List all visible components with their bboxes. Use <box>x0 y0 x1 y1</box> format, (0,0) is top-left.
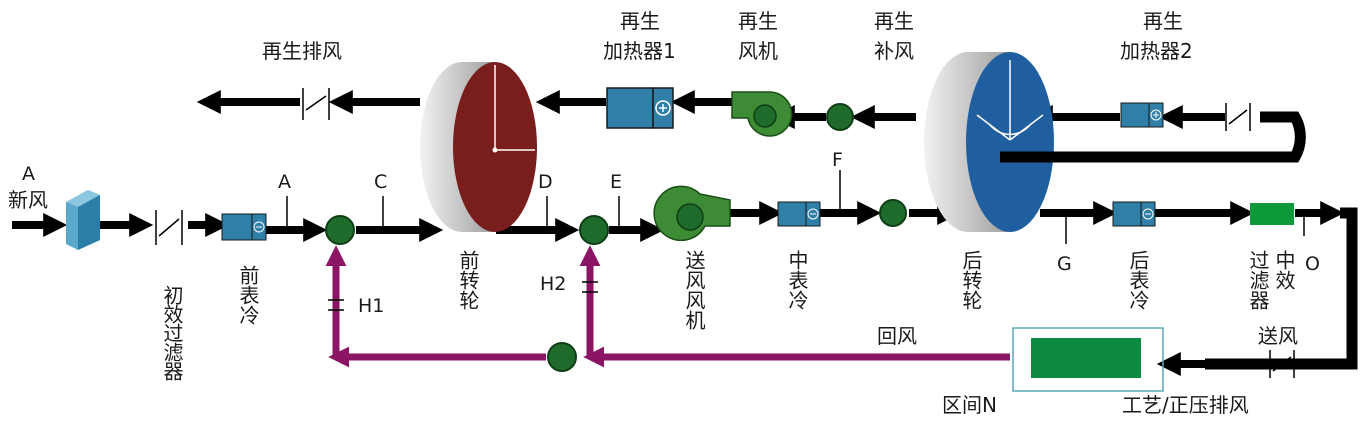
regen-exhaust-damper <box>302 88 330 120</box>
label-medium-filter-col2: 过滤器 <box>1246 250 1270 310</box>
label-pre-cooler: 前表冷 <box>236 265 260 325</box>
label-point-o: O <box>1305 253 1320 275</box>
sensor-f <box>879 199 907 227</box>
label-medium-filter-col1: 中效 <box>1272 250 1296 290</box>
regen-line <box>196 90 916 129</box>
label-point-g: G <box>1057 253 1072 275</box>
supply-fan <box>653 185 731 242</box>
label-point-e: E <box>610 171 622 193</box>
front-wheel <box>420 62 537 232</box>
label-rear-wheel: 后转轮 <box>959 250 983 310</box>
medium-filter <box>1250 203 1294 225</box>
supply-return-leg <box>1205 207 1358 370</box>
sensors <box>325 103 907 372</box>
label-supply-fan: 送风风机 <box>682 250 706 330</box>
label-fan-l1: 再生 <box>738 9 778 33</box>
primary-filter <box>66 190 100 250</box>
label-point-h2: H2 <box>540 273 566 295</box>
sensor-mix-1 <box>325 215 355 245</box>
pre-cooler <box>221 213 267 241</box>
label-fan-l2: 风机 <box>738 39 778 63</box>
label-process-exhaust: 工艺/正压排风 <box>1122 393 1249 417</box>
label-mid-cooler: 中表冷 <box>785 250 809 310</box>
sensor-makeup <box>826 103 854 131</box>
label-point-c: C <box>374 171 387 193</box>
label-supply-air: 送风 <box>1258 324 1298 348</box>
label-heater1-l2: 加热器1 <box>603 39 676 63</box>
label-regen-exhaust: 再生排风 <box>262 39 342 63</box>
label-heater2-l2: 加热器2 <box>1120 39 1193 63</box>
label-fresh-a: A <box>22 163 35 185</box>
label-makeup-l1: 再生 <box>874 9 914 33</box>
heater2-damper <box>1225 103 1251 131</box>
heater2-loop <box>1000 111 1306 163</box>
regen-heater-1 <box>606 87 674 129</box>
label-fresh-air: 新风 <box>8 188 48 212</box>
label-makeup-l2: 补风 <box>874 39 914 63</box>
regen-fan <box>731 91 793 137</box>
label-point-f: F <box>832 149 843 171</box>
sensor-mix-2 <box>579 215 609 245</box>
label-point-h1: H1 <box>358 295 384 317</box>
label-point-a: A <box>278 171 291 193</box>
label-rear-cooler: 后表冷 <box>1126 250 1150 310</box>
label-heater1-l1: 再生 <box>620 9 660 33</box>
label-front-wheel: 前转轮 <box>456 250 480 310</box>
label-heater2-l1: 再生 <box>1143 9 1183 33</box>
label-zone-n: 区间N <box>942 393 997 417</box>
leader-lines <box>286 170 1305 244</box>
rear-wheel <box>924 52 1054 232</box>
supply-damper <box>1269 350 1295 378</box>
main-line <box>12 201 1345 242</box>
label-return-air: 回风 <box>877 324 917 348</box>
h2-valve <box>582 281 598 293</box>
label-primary-filter: 初效过滤器 <box>160 285 184 381</box>
label-point-d: D <box>538 171 553 193</box>
h1-valve <box>328 299 344 311</box>
regen-heater-2 <box>1120 102 1164 128</box>
mid-cooler <box>777 201 821 227</box>
zone-n <box>1012 327 1164 392</box>
rear-cooler <box>1112 201 1156 227</box>
primary-filter-damper <box>155 210 183 245</box>
sensor-return <box>547 342 577 372</box>
